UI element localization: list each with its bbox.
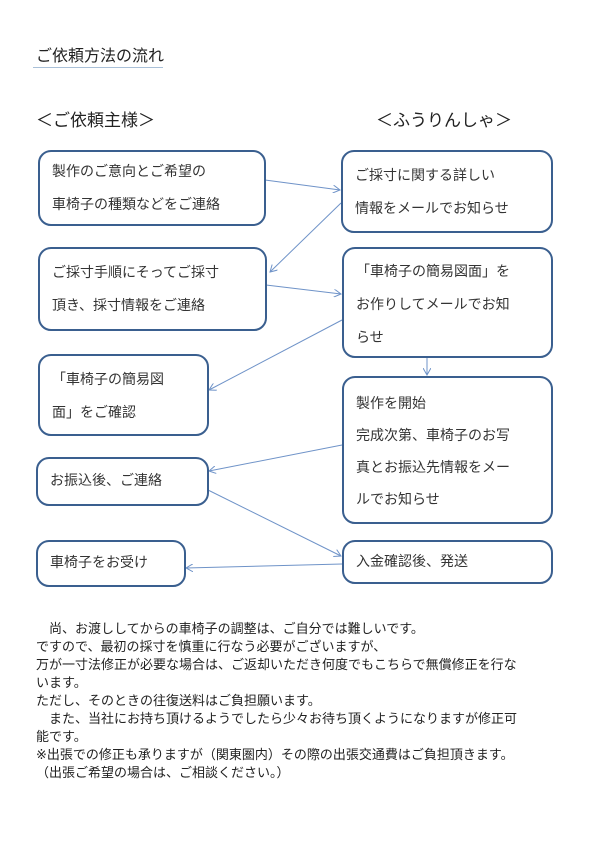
notes: 尚、お渡ししてからの車椅子の調整は、ご自分では難しいです。ですので、最初の採寸を… <box>36 622 518 781</box>
client-step-1: 製作のご意向とご希望の車椅子の種類などをご連絡 <box>38 150 266 226</box>
arrow <box>186 563 343 568</box>
title-underline <box>33 67 163 68</box>
company-step-2: 「車椅子の簡易図面」をお作りしてメールでお知らせ <box>342 247 553 358</box>
company-step-3: 製作を開始完成次第、車椅子のお写真とお振込先情報をメールでお知らせ <box>342 376 553 524</box>
client-step-2: ご採寸手順にそってご採寸頂き、採寸情報をご連絡 <box>38 247 267 331</box>
company-step-4: 入金確認後、発送 <box>342 540 553 584</box>
arrow <box>209 319 343 390</box>
arrow <box>264 179 340 190</box>
company-step-1: ご採寸に関する詳しい情報をメールでお知らせ <box>341 150 553 233</box>
client-step-3: 「車椅子の簡易図面」をご確認 <box>38 354 209 436</box>
arrow <box>207 489 341 556</box>
arrow <box>209 444 343 471</box>
company-header: ＜ふうりんしゃ＞ <box>376 111 512 131</box>
client-header: ＜ご依頼主様＞ <box>36 111 155 131</box>
arrow <box>265 284 341 294</box>
client-step-5: 車椅子をお受け <box>36 540 186 587</box>
page-title: ご依頼方法の流れ <box>36 46 165 65</box>
client-step-4: お振込後、ご連絡 <box>36 457 209 506</box>
arrow <box>270 202 342 272</box>
